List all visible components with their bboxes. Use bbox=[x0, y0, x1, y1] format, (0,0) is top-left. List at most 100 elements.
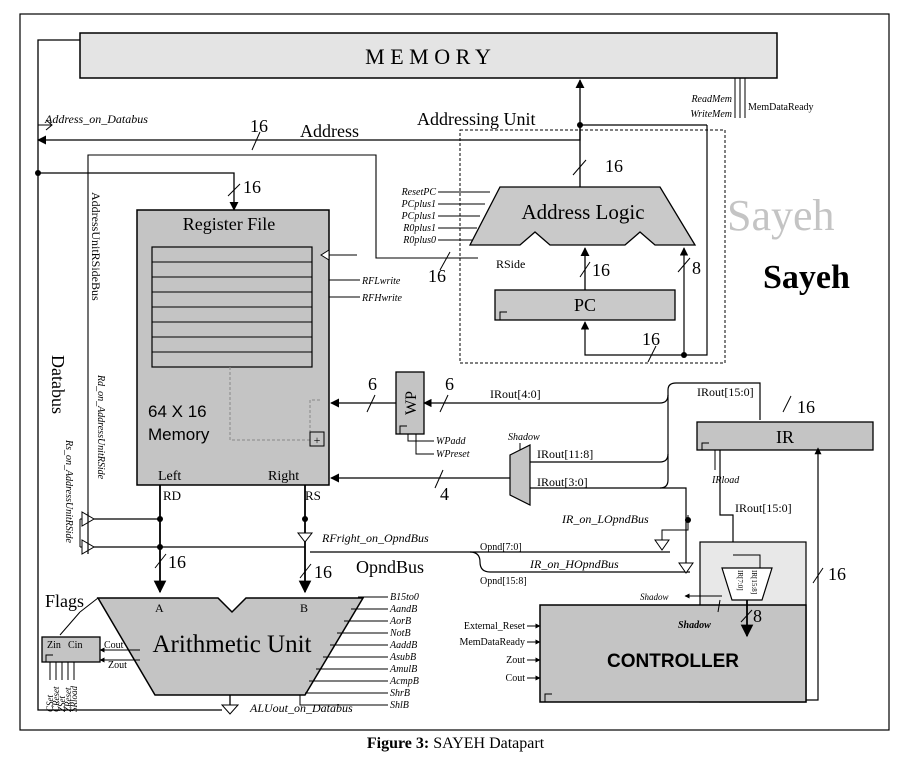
alu-opcode-list: B15to0 AandB AorB NotB AaddB AsubB AmulB… bbox=[299, 592, 419, 711]
address-logic-block bbox=[468, 186, 697, 246]
wp-in-width: 6 bbox=[445, 374, 454, 394]
databus-line bbox=[37, 39, 222, 711]
memdataready-label: MemDataReady bbox=[748, 102, 814, 113]
svg-text:MemDataReady: MemDataReady bbox=[459, 637, 525, 648]
rf-right-label: Right bbox=[268, 469, 299, 484]
memory-size-line1: 64 X 16 bbox=[148, 402, 207, 421]
arithmetic-unit-block bbox=[96, 597, 365, 696]
cout-flag-label: Cout bbox=[104, 640, 124, 651]
databus-label: Databus bbox=[48, 355, 68, 414]
readmem-label: ReadMem bbox=[690, 94, 732, 105]
controller-ir-hi: IR[15:8] bbox=[750, 570, 758, 594]
sayeh-logo: Sayeh bbox=[763, 259, 850, 296]
address-unit-rside-bus bbox=[87, 154, 478, 520]
arithmetic-unit-title: Arithmetic Unit bbox=[153, 631, 312, 658]
databus-to-rf bbox=[38, 172, 239, 211]
memory-title: M E M O R Y bbox=[365, 44, 491, 69]
wp-adder-icon bbox=[309, 431, 325, 447]
zout-flag-label: Zout bbox=[108, 660, 127, 671]
opndbus-label: OpndBus bbox=[356, 557, 424, 577]
addressing-unit-box bbox=[459, 129, 726, 364]
svg-text:R0plus1: R0plus1 bbox=[402, 223, 436, 234]
rs-label: RS bbox=[305, 488, 321, 503]
address-logic-inputs: ResetPC PCplus1 PCplus1 R0plus1 R0plus0 bbox=[401, 187, 490, 246]
shadow-mux bbox=[509, 444, 531, 506]
pc-feedback bbox=[580, 125, 708, 356]
svg-text:AandB: AandB bbox=[389, 604, 417, 615]
register-file-title: Register File bbox=[183, 214, 276, 234]
svg-text:AcmpB: AcmpB bbox=[389, 676, 419, 687]
controller-block bbox=[539, 604, 807, 703]
wp-title: WP bbox=[403, 391, 420, 415]
opnd-lo-label: Opnd[7:0] bbox=[480, 542, 522, 553]
address-on-databus-label: Address_on_Databus bbox=[44, 112, 148, 126]
irout-4-0-label: IRout[4:0] bbox=[490, 387, 541, 401]
register-rows bbox=[151, 246, 313, 368]
rd-on-addressunit-label: Rd_on_AddressUnitRSide bbox=[95, 374, 106, 480]
ir-to-address-width: 8 bbox=[692, 258, 701, 278]
svg-text:SRload: SRload bbox=[69, 686, 79, 712]
shadow-mux-out-width: 4 bbox=[440, 484, 449, 504]
address-unit-rside-bus-label: AddressUnitRSideBus bbox=[89, 192, 103, 301]
irload-label: IRload bbox=[711, 475, 740, 486]
alu-b-width: 16 bbox=[314, 562, 332, 582]
svg-text:PCplus1: PCplus1 bbox=[401, 211, 436, 222]
rfright-on-opndbus-label: RFright_on_OpndBus bbox=[321, 531, 429, 545]
controller-title: CONTROLLER bbox=[607, 651, 739, 672]
alu-a-label: A bbox=[155, 601, 164, 615]
irout-3-0-label: IRout[3:0] bbox=[537, 475, 588, 489]
controller-ir-width: 8 bbox=[753, 606, 762, 626]
svg-text:AorB: AorB bbox=[389, 616, 411, 627]
svg-text:AmulB: AmulB bbox=[389, 664, 417, 675]
sayeh-ghost-logo: Sayeh bbox=[727, 191, 835, 240]
rside-label: RSide bbox=[496, 257, 525, 271]
rs-on-addressunit-label: Rs_on_AddressUnitRSide bbox=[63, 439, 74, 544]
addressing-unit-title: Addressing Unit bbox=[417, 109, 536, 129]
irout-15-0-bottom-label: IRout[15:0] bbox=[735, 501, 792, 515]
rf-left-label: Left bbox=[158, 469, 181, 484]
rd-label: RD bbox=[163, 488, 181, 503]
svg-text:ZReset: ZReset bbox=[63, 687, 73, 712]
aluout-on-databus-label: ALUout_on_Databus bbox=[249, 701, 353, 715]
caption-label: Figure 3: bbox=[366, 735, 430, 752]
svg-text:Zout: Zout bbox=[506, 655, 525, 666]
memory-size-line2: Memory bbox=[148, 425, 210, 444]
irout-11-8-label: IRout[11:8] bbox=[537, 447, 593, 461]
ir-title: IR bbox=[776, 427, 794, 447]
svg-text:B15to0: B15to0 bbox=[390, 592, 419, 603]
svg-text:External_Reset: External_Reset bbox=[464, 621, 525, 632]
ir-width: 16 bbox=[797, 397, 815, 417]
rfhwrite-label: RFHwrite bbox=[361, 293, 403, 304]
controller-side-width: 16 bbox=[828, 564, 846, 584]
rside-width: 16 bbox=[428, 266, 446, 286]
controller-inputs: External_Reset MemDataReady Zout Cout bbox=[459, 621, 541, 684]
ir-on-lopndbus-label: IR_on_LOpndBus bbox=[561, 512, 649, 526]
caption-text: SAYEH Datapart bbox=[433, 735, 545, 752]
controller-ir-mux bbox=[721, 567, 773, 601]
address-width: 16 bbox=[250, 116, 268, 136]
ir-block bbox=[696, 421, 874, 451]
datapath-diagram: M E M O R Y ReadMem WriteMem MemDataRead… bbox=[19, 13, 890, 731]
address-label: Address bbox=[300, 121, 359, 141]
figure-caption: Figure 3: SAYEH Datapart bbox=[0, 735, 911, 753]
zin-label: Zin bbox=[47, 640, 61, 651]
irout-15-0-top-label: IRout[15:0] bbox=[697, 385, 754, 399]
svg-text:ZSet: ZSet bbox=[57, 696, 67, 713]
address-logic-out-width: 16 bbox=[605, 156, 623, 176]
flags-title: Flags bbox=[45, 591, 84, 611]
flags-controls: CSet CReset ZSet ZReset SRload bbox=[45, 662, 79, 712]
svg-text:CSet: CSet bbox=[45, 695, 55, 712]
wpreset-label: WPreset bbox=[436, 449, 470, 460]
ir-on-hopndbus-label: IR_on_HOpndBus bbox=[529, 557, 619, 571]
svg-text:ResetPC: ResetPC bbox=[401, 187, 437, 198]
flags-block bbox=[41, 636, 101, 663]
svg-text:+: + bbox=[314, 433, 321, 447]
pc-title: PC bbox=[574, 295, 596, 315]
svg-text:ShrB: ShrB bbox=[390, 688, 410, 699]
controller-shadow-in: Shadow bbox=[678, 620, 711, 631]
alu-b-label: B bbox=[300, 601, 308, 615]
shadow-mux-label: Shadow bbox=[508, 432, 540, 443]
cin-label: Cin bbox=[68, 640, 82, 651]
opnd-hi-label: Opnd[15:8] bbox=[480, 576, 527, 587]
writemem-label: WriteMem bbox=[690, 109, 732, 120]
